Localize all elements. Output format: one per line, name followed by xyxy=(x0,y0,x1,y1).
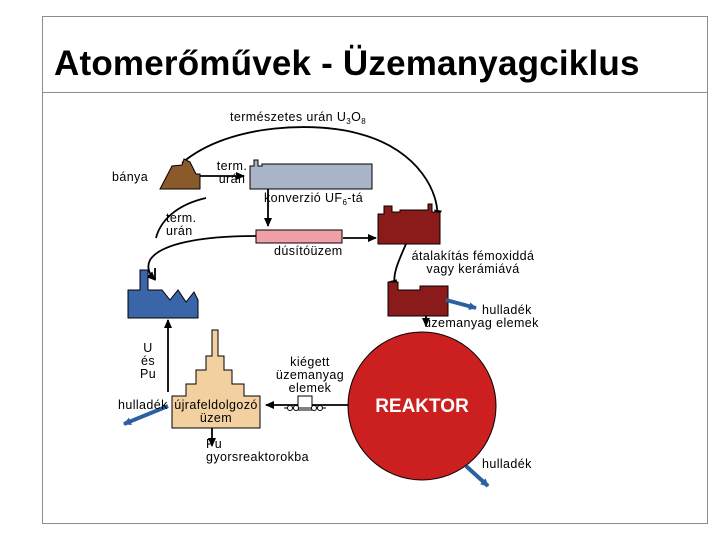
label-u-and-pu: U és Pu xyxy=(139,341,157,381)
label-waste-right: hulladék xyxy=(482,457,532,471)
fuel-elements-icon xyxy=(387,281,449,317)
waste-arrow-right xyxy=(464,464,490,488)
title-divider xyxy=(42,92,708,93)
label-term-uran-1: term. urán xyxy=(216,159,248,186)
arrow-mine-storage xyxy=(155,197,207,239)
reactor-core xyxy=(347,331,497,481)
label-spent-fuel: kiégett üzemanyag elemek xyxy=(275,355,345,395)
label-natural-uranium: természetes urán U3O8 xyxy=(230,110,367,127)
label-conversion: konverzió UF6-tá xyxy=(264,191,364,208)
label-plutonium: Pu gyorsreaktorokba xyxy=(206,437,309,464)
label-term-uran-2: term. urán xyxy=(166,211,197,238)
spent-fuel-cask-icon xyxy=(284,395,326,411)
label-waste-left: hulladék xyxy=(118,398,168,412)
page-title: Atomerőművek - Üzemanyagciklus xyxy=(54,44,640,83)
label-mine: bánya xyxy=(112,170,149,184)
enrichment-plant-icon xyxy=(255,229,343,244)
mine-icon xyxy=(159,158,201,190)
waste-arrow-fabrication xyxy=(445,298,477,311)
conversion-plant-icon xyxy=(249,159,373,190)
reprocessing-plant-icon xyxy=(171,329,261,429)
storage-facility-icon xyxy=(127,269,199,319)
fabrication-plant-icon xyxy=(377,203,441,245)
label-transform: átalakítás fémoxiddá vagy kerámiává xyxy=(411,249,535,276)
arrow-natural-uranium xyxy=(181,126,442,219)
reactor-label: REAKTOR xyxy=(375,396,469,417)
slide-frame xyxy=(42,16,708,524)
arrow-enrichment-storage xyxy=(146,235,257,281)
waste-arrow-left xyxy=(123,404,169,426)
label-reprocessing: újrafeldolgozó üzem xyxy=(174,398,258,425)
label-enrichment: dúsítóüzem xyxy=(274,244,343,258)
label-waste-fuel-elements: hulladék üzemanyag elemek xyxy=(424,303,539,330)
